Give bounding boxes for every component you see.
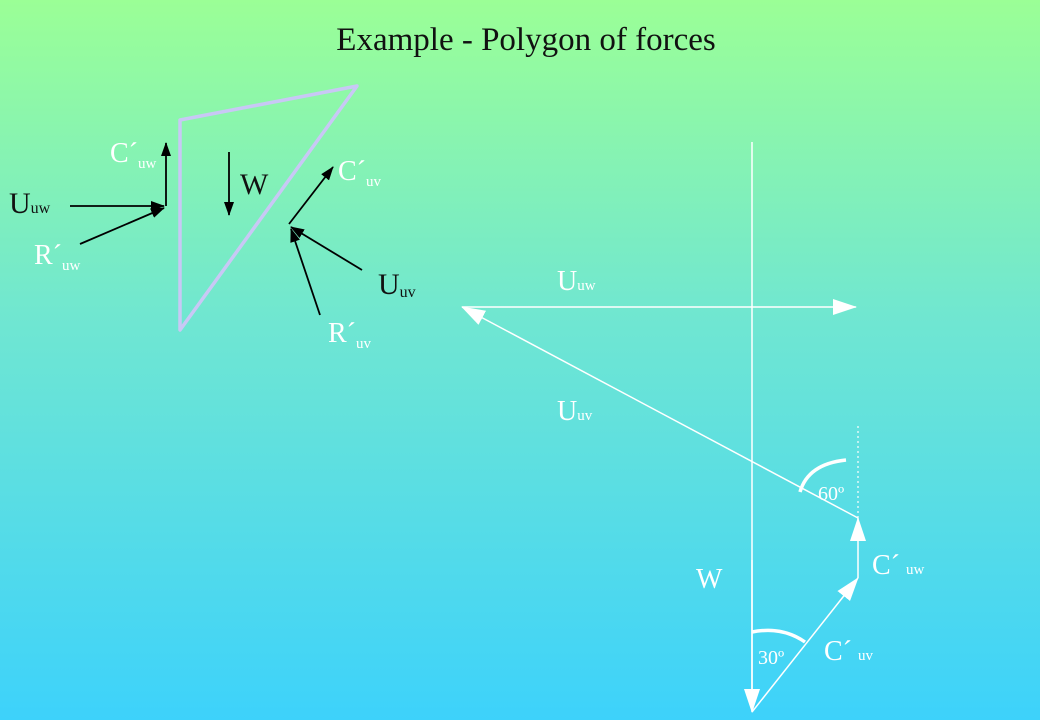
label-polygon-c-uv: C´uv: [824, 636, 874, 667]
label-w: W: [240, 168, 269, 201]
label-r-uv: R´uv: [328, 318, 372, 352]
c-uv-vector: [751, 577, 859, 713]
u-uv-vector: [461, 306, 859, 519]
u-uv-arrow: [290, 226, 363, 271]
label-polygon-c-uw: C´uw: [872, 550, 925, 581]
label-c-uv: C´uv: [338, 156, 382, 190]
label-polygon-u-uw: Uuw: [557, 266, 596, 297]
angle-arc-60: [798, 458, 847, 493]
angle-arc-30: [751, 628, 806, 644]
angle-label-30: 30º: [758, 647, 784, 669]
c-uv-arrow: [288, 166, 334, 225]
label-r-uw: R´uw: [34, 240, 81, 274]
label-u-uv: Uuv: [378, 268, 416, 301]
label-u-uw: Uuw: [9, 187, 51, 220]
label-c-uw: C´uw: [110, 138, 157, 172]
r-uw-arrow: [79, 207, 165, 245]
force-polygon: Uuw Uuv W C´uw C´uv 60º 30º: [461, 142, 925, 713]
label-polygon-w: W: [696, 564, 723, 595]
angle-label-60: 60º: [818, 483, 844, 505]
free-body-diagram: C´uw W C´uv Uuw R´uw Uuv R´uv: [9, 84, 416, 352]
wedge-block: [178, 84, 359, 332]
r-uv-arrow: [290, 228, 321, 316]
label-polygon-u-uv: Uuv: [557, 396, 593, 427]
page-title: Example - Polygon of forces: [336, 22, 715, 58]
